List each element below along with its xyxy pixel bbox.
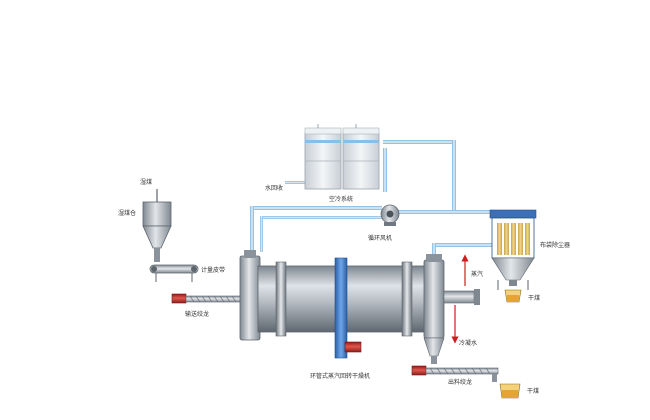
rotary-dryer	[239, 250, 480, 364]
label-wet-coal: 湿煤	[140, 178, 152, 186]
riding-ring-right	[401, 261, 413, 337]
label-condensate: 冷凝水	[459, 339, 477, 347]
drive-gear-band	[334, 257, 348, 359]
pipe-drum-inlet-riser	[250, 206, 254, 252]
piping	[250, 140, 494, 261]
dry-coal-bucket-2	[499, 383, 521, 399]
metering-belt	[149, 264, 199, 282]
riding-ring-left	[275, 261, 287, 337]
label-discharge-screw: 出料绞龙	[448, 378, 472, 386]
label-dry-coal-1: 干煤	[528, 294, 540, 302]
label-metering-belt: 计量皮带	[201, 266, 225, 274]
steam-rotary-joint	[443, 290, 475, 304]
steam-lines	[451, 254, 469, 344]
pipe-fan-to-filter	[398, 210, 494, 214]
dryer-outlet-head	[423, 259, 445, 339]
air-cooling-towers	[304, 124, 380, 190]
pipe-water-recovery	[285, 181, 307, 184]
label-water-recovery: 水回收	[265, 184, 283, 192]
pipe-lower-drop	[260, 216, 263, 252]
label-air-cooling-system: 空冷系统	[329, 195, 353, 203]
label-steam: 蒸汽	[471, 270, 483, 278]
circulating-fan	[380, 204, 400, 226]
dry-coal-bucket-1	[504, 289, 522, 303]
wet-coal-bin	[142, 189, 172, 262]
label-bag-filter: 布袋除尘器	[540, 241, 570, 249]
discharge-screw	[411, 365, 499, 382]
pipe-tower-right-down	[383, 148, 387, 192]
drive-motor	[344, 341, 362, 353]
label-wet-coal-bin: 湿煤仓	[118, 209, 136, 217]
feed-screw	[171, 293, 245, 304]
label-dry-coal-2: 干煤	[527, 387, 539, 395]
pipe-right-riser	[452, 140, 456, 212]
label-feed-screw: 输送绞龙	[185, 310, 209, 318]
pipe-header-lower	[262, 216, 382, 219]
label-dryer: 环管式蒸汽回转干燥机	[310, 372, 370, 380]
pipe-outlet-riser	[432, 243, 436, 261]
bag-filter	[489, 209, 537, 290]
pipe-header-left	[252, 206, 382, 210]
pipe-tower-top-right	[383, 140, 455, 144]
pipe-filter-to-outlet	[434, 243, 494, 247]
label-circulating-fan: 循环风机	[368, 234, 392, 242]
dryer-inlet-head	[239, 255, 261, 341]
